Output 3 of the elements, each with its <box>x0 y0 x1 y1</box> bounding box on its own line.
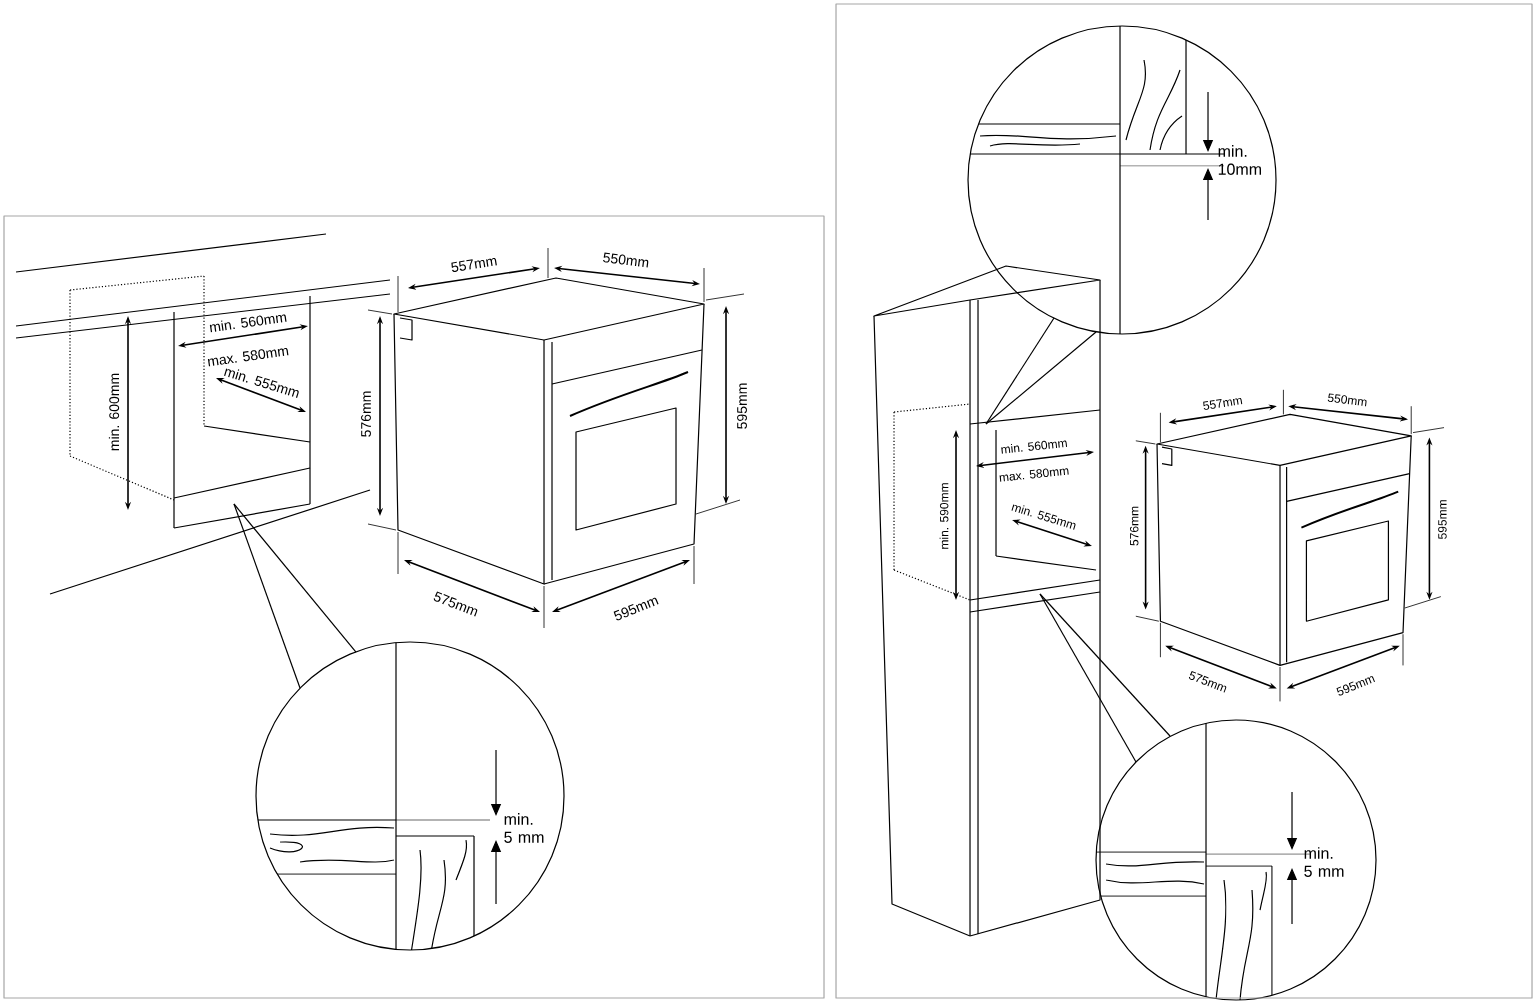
dimension-label: min. 5 mm <box>1304 847 1344 877</box>
dimension-label: min. 10mm <box>1218 145 1261 175</box>
dimension-label: min. 5 mm <box>504 813 544 843</box>
